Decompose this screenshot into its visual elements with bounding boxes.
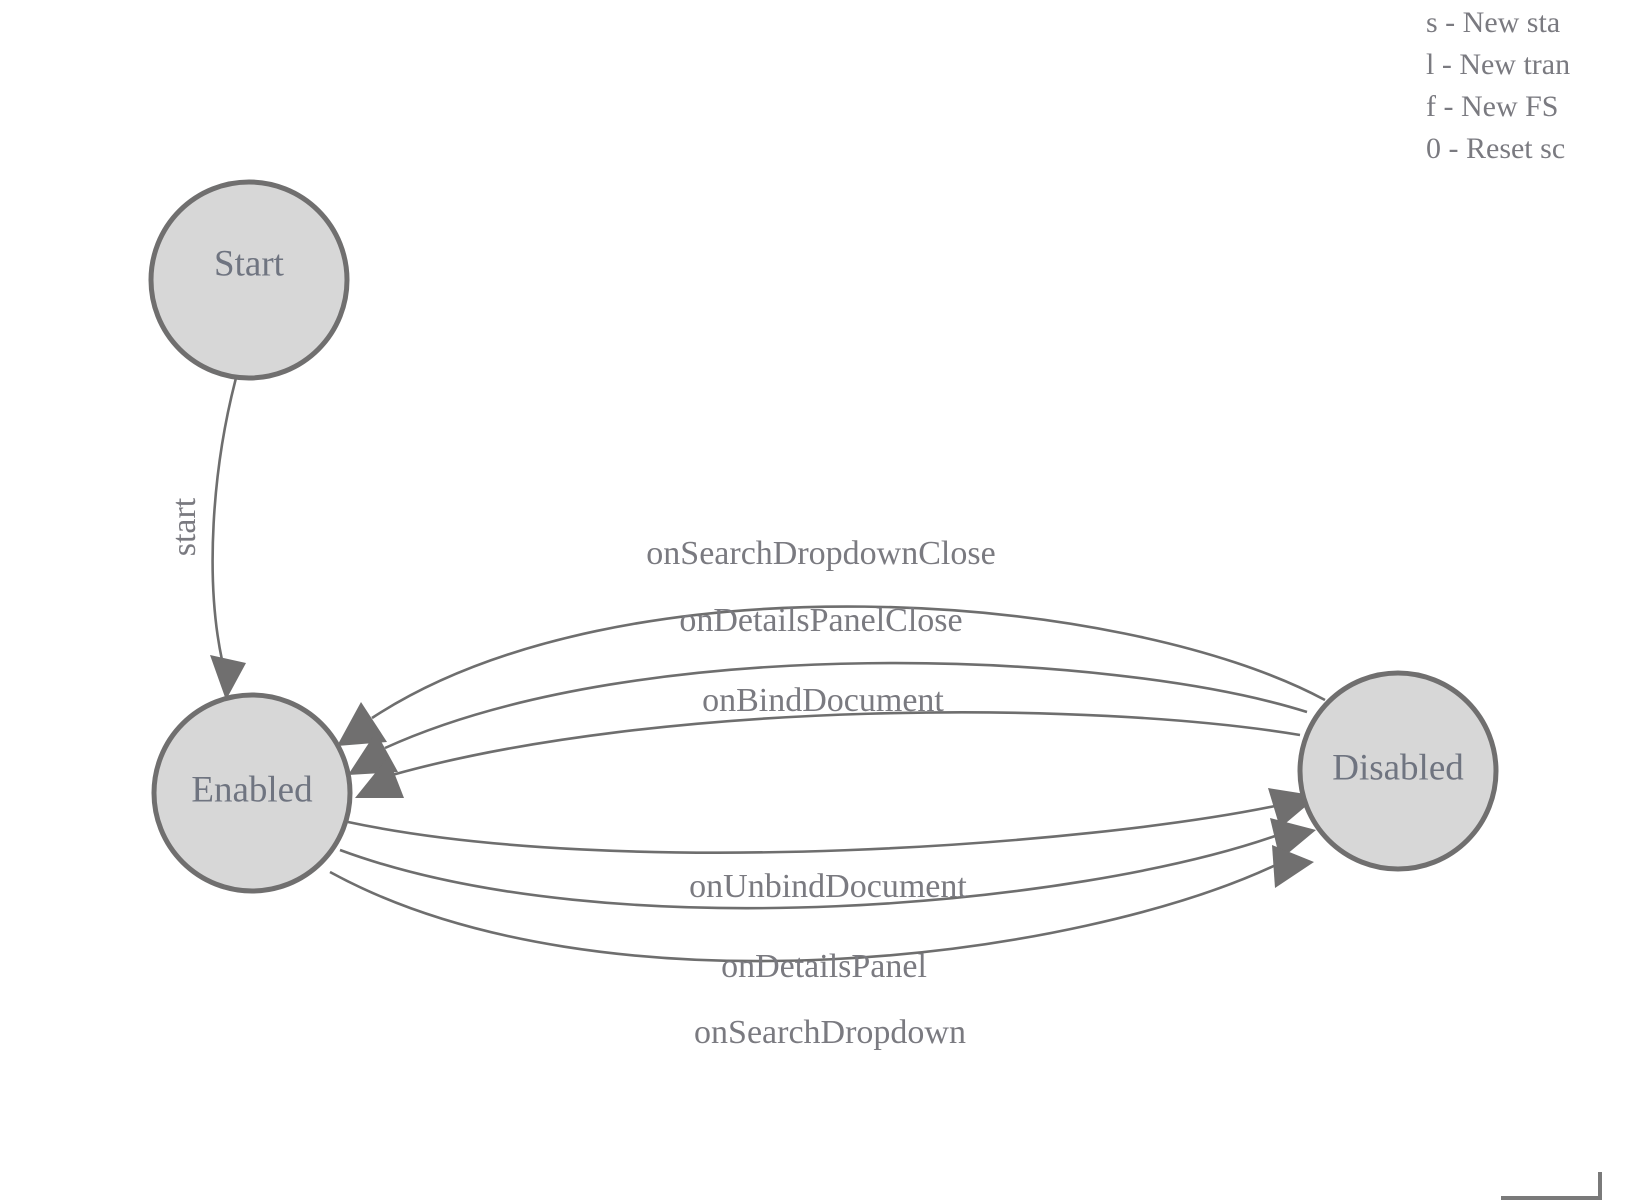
edge-path-start[interactable] — [211, 377, 238, 661]
edge-start-to-enabled[interactable] — [210, 377, 246, 700]
frame-corner-vertical — [1598, 1172, 1602, 1200]
edge-path-ondetailspanel[interactable] — [339, 833, 1279, 910]
edge-label-onsearchdropdownclose: onSearchDropdownClose — [646, 535, 995, 572]
edge-label-onunbinddocument: onUnbindDocument — [689, 868, 967, 905]
node-enabled[interactable]: Enabled — [151, 692, 353, 894]
node-start-label: Start — [214, 243, 285, 284]
edge-label-onbinddocument: onBindDocument — [702, 682, 944, 719]
node-disabled-circle[interactable] — [1297, 670, 1499, 872]
edge-path-onsearchdropdown[interactable] — [329, 860, 1283, 963]
node-enabled-label: Enabled — [191, 769, 313, 810]
node-disabled-label: Disabled — [1332, 747, 1464, 788]
edge-label-ondetailspanel: onDetailsPanel — [721, 948, 927, 985]
edge-enabled-to-disabled-1[interactable] — [347, 788, 1318, 854]
edge-label-start: start — [166, 497, 203, 556]
edge-path-ondetailspanelclose[interactable] — [384, 661, 1308, 750]
arrow-head-onsearchdropdown — [1272, 845, 1314, 888]
node-enabled-circle[interactable] — [151, 692, 353, 894]
edge-disabled-to-enabled-3[interactable] — [355, 711, 1301, 798]
edge-label-onsearchdropdown: onSearchDropdown — [694, 1014, 966, 1051]
edge-path-onsearchdropdownclose[interactable] — [371, 605, 1326, 720]
arrow-head-start — [210, 655, 246, 700]
node-start-circle[interactable] — [148, 179, 350, 381]
arrow-head-onbinddocument — [355, 757, 404, 798]
frame-corner-horizontal — [1501, 1196, 1602, 1200]
node-start[interactable]: Start — [148, 179, 350, 381]
edge-path-onunbinddocument[interactable] — [347, 803, 1281, 854]
edge-path-onbinddocument[interactable] — [391, 711, 1301, 777]
edge-enabled-to-disabled-3[interactable] — [329, 845, 1314, 963]
edge-label-ondetailspanelclose: onDetailsPanelClose — [679, 602, 962, 639]
node-disabled[interactable]: Disabled — [1297, 670, 1499, 872]
